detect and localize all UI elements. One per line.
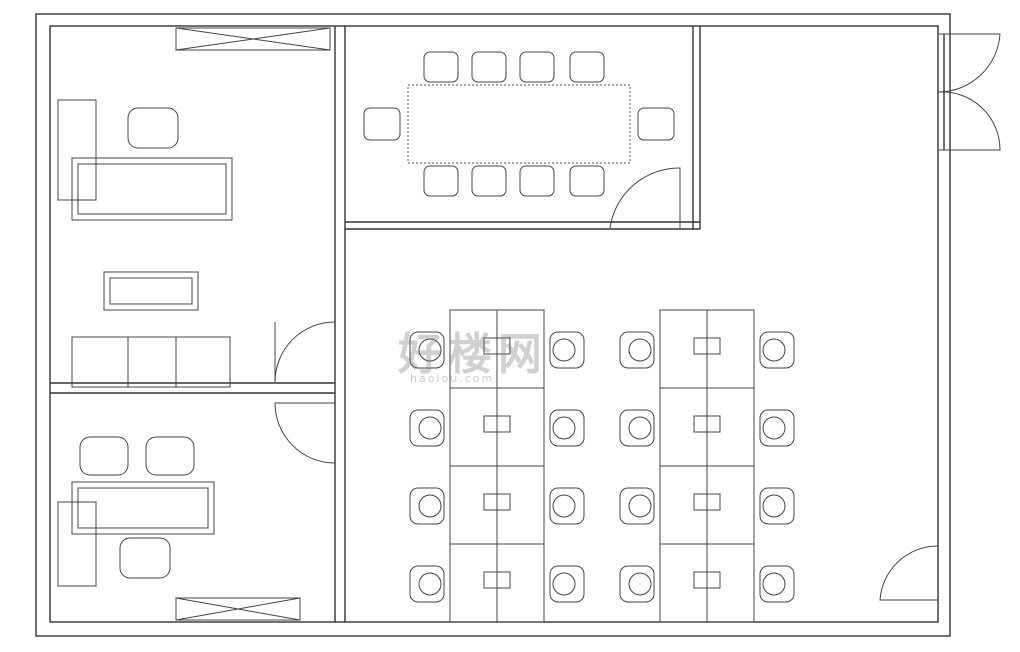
desk	[496, 543, 545, 623]
monitor	[483, 493, 511, 511]
desk	[706, 465, 755, 545]
office-chair	[409, 331, 445, 369]
desk	[496, 465, 545, 545]
person	[552, 338, 576, 362]
office-chair	[759, 331, 795, 369]
person	[762, 572, 786, 596]
monitor	[483, 571, 511, 589]
office-furniture	[71, 107, 233, 579]
desk	[449, 465, 498, 545]
person	[762, 494, 786, 518]
meeting-chair	[363, 107, 401, 141]
person	[762, 338, 786, 362]
meeting-chair	[423, 165, 459, 197]
office-chair	[409, 409, 445, 447]
person	[628, 572, 652, 596]
desk	[706, 387, 755, 467]
person	[628, 416, 652, 440]
person	[552, 572, 576, 596]
monitor	[483, 337, 511, 355]
desk	[496, 387, 545, 467]
doors	[274, 33, 1001, 601]
office-chair	[619, 409, 655, 447]
office-chair	[549, 331, 585, 369]
monitor	[693, 493, 721, 511]
person	[418, 494, 442, 518]
office-chair	[759, 565, 795, 603]
office-chair	[409, 487, 445, 525]
person	[552, 416, 576, 440]
workstations	[409, 309, 795, 623]
desk	[659, 543, 708, 623]
person	[762, 416, 786, 440]
office-chair	[409, 565, 445, 603]
person	[628, 494, 652, 518]
chairs	[363, 51, 675, 197]
meeting-room	[407, 84, 631, 164]
monitor	[483, 415, 511, 433]
meeting-chair	[569, 51, 605, 83]
desk	[706, 543, 755, 623]
person	[628, 338, 652, 362]
monitor	[693, 571, 721, 589]
meeting-chair	[519, 165, 555, 197]
office-chair	[619, 331, 655, 369]
watermark-subtext: haolou.com	[410, 372, 495, 385]
desk	[449, 543, 498, 623]
desk	[659, 309, 708, 389]
person	[418, 572, 442, 596]
monitor	[693, 337, 721, 355]
meeting-chair	[423, 51, 459, 83]
person	[418, 416, 442, 440]
person	[418, 338, 442, 362]
office-chair	[759, 409, 795, 447]
office-chair	[619, 565, 655, 603]
meeting-chair	[519, 51, 555, 83]
office-chair	[619, 487, 655, 525]
meeting-chair	[637, 107, 675, 141]
office-chair	[549, 409, 585, 447]
meeting-chair	[569, 165, 605, 197]
meeting-chair	[471, 51, 507, 83]
watermark-logo: 好楼网	[398, 329, 548, 380]
office-chair	[549, 487, 585, 525]
office-chair	[759, 487, 795, 525]
meeting-chair	[471, 165, 507, 197]
desk	[706, 309, 755, 389]
person	[552, 494, 576, 518]
monitor	[693, 415, 721, 433]
windows	[57, 27, 331, 621]
desk	[659, 465, 708, 545]
office-chair	[549, 565, 585, 603]
desk	[659, 387, 708, 467]
desk	[449, 387, 498, 467]
